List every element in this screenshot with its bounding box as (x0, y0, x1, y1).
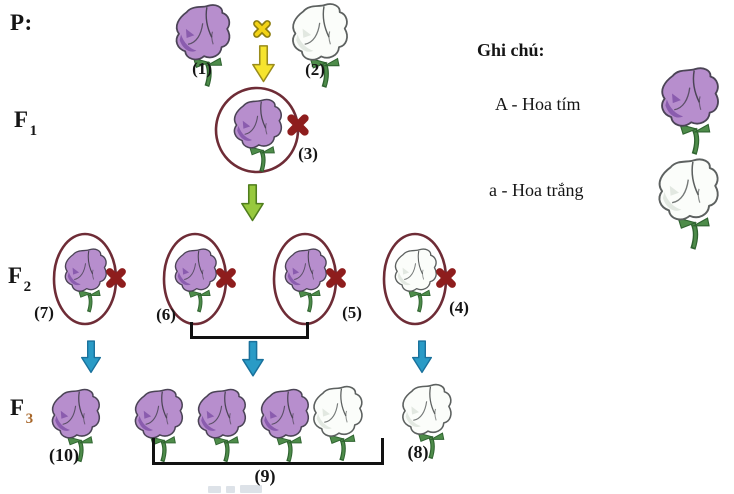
self-cross-icon (103, 264, 129, 292)
self-cross-icon (323, 264, 349, 292)
flower-caption-2: (2) (305, 60, 325, 79)
flower-caption-1: (1) (192, 59, 212, 78)
self-cross-icon (433, 264, 459, 292)
down-arrow-icon (240, 177, 265, 229)
group-bracket (190, 322, 309, 339)
purple-flower-icon (652, 64, 726, 157)
cross-symbol-icon (250, 17, 274, 41)
purple-flower-icon (226, 96, 288, 174)
watermark-fragment (240, 485, 262, 493)
flower-caption-5: (5) (342, 303, 362, 322)
generation-label-f1: F1 (14, 107, 38, 139)
f2-plant (382, 232, 474, 328)
flower-caption-8: (8) (407, 442, 429, 462)
generation-label-p: P: (10, 10, 33, 35)
down-arrow-icon (80, 332, 102, 382)
f2-plant (52, 232, 144, 328)
white-flower-icon (649, 155, 726, 252)
flower-caption-9: (9) (254, 466, 276, 486)
down-arrow-icon (411, 332, 433, 382)
watermark-fragment (226, 486, 235, 493)
legend-item-white-label: a - Hoa trắng (489, 180, 584, 200)
generation-label-f3: F3 (10, 395, 34, 427)
down-arrow-icon (241, 330, 265, 388)
generation-label-f2: F2 (8, 263, 32, 295)
legend-title: Ghi chú: (477, 40, 545, 60)
self-cross-icon (213, 264, 239, 292)
down-arrow-icon (251, 44, 276, 84)
f2-plant (272, 232, 364, 328)
self-cross-icon (284, 110, 312, 140)
flower-caption-10: (10) (49, 445, 79, 465)
flower-caption-6: (6) (156, 305, 176, 324)
flower-caption-3: (3) (298, 144, 318, 163)
flower-caption-4: (4) (449, 298, 469, 317)
flower-caption-7: (7) (34, 303, 54, 322)
legend-item-purple-label: A - Hoa tím (495, 94, 581, 114)
f2-plant (162, 232, 254, 328)
group-bracket (152, 438, 384, 465)
watermark-fragment (208, 486, 221, 493)
